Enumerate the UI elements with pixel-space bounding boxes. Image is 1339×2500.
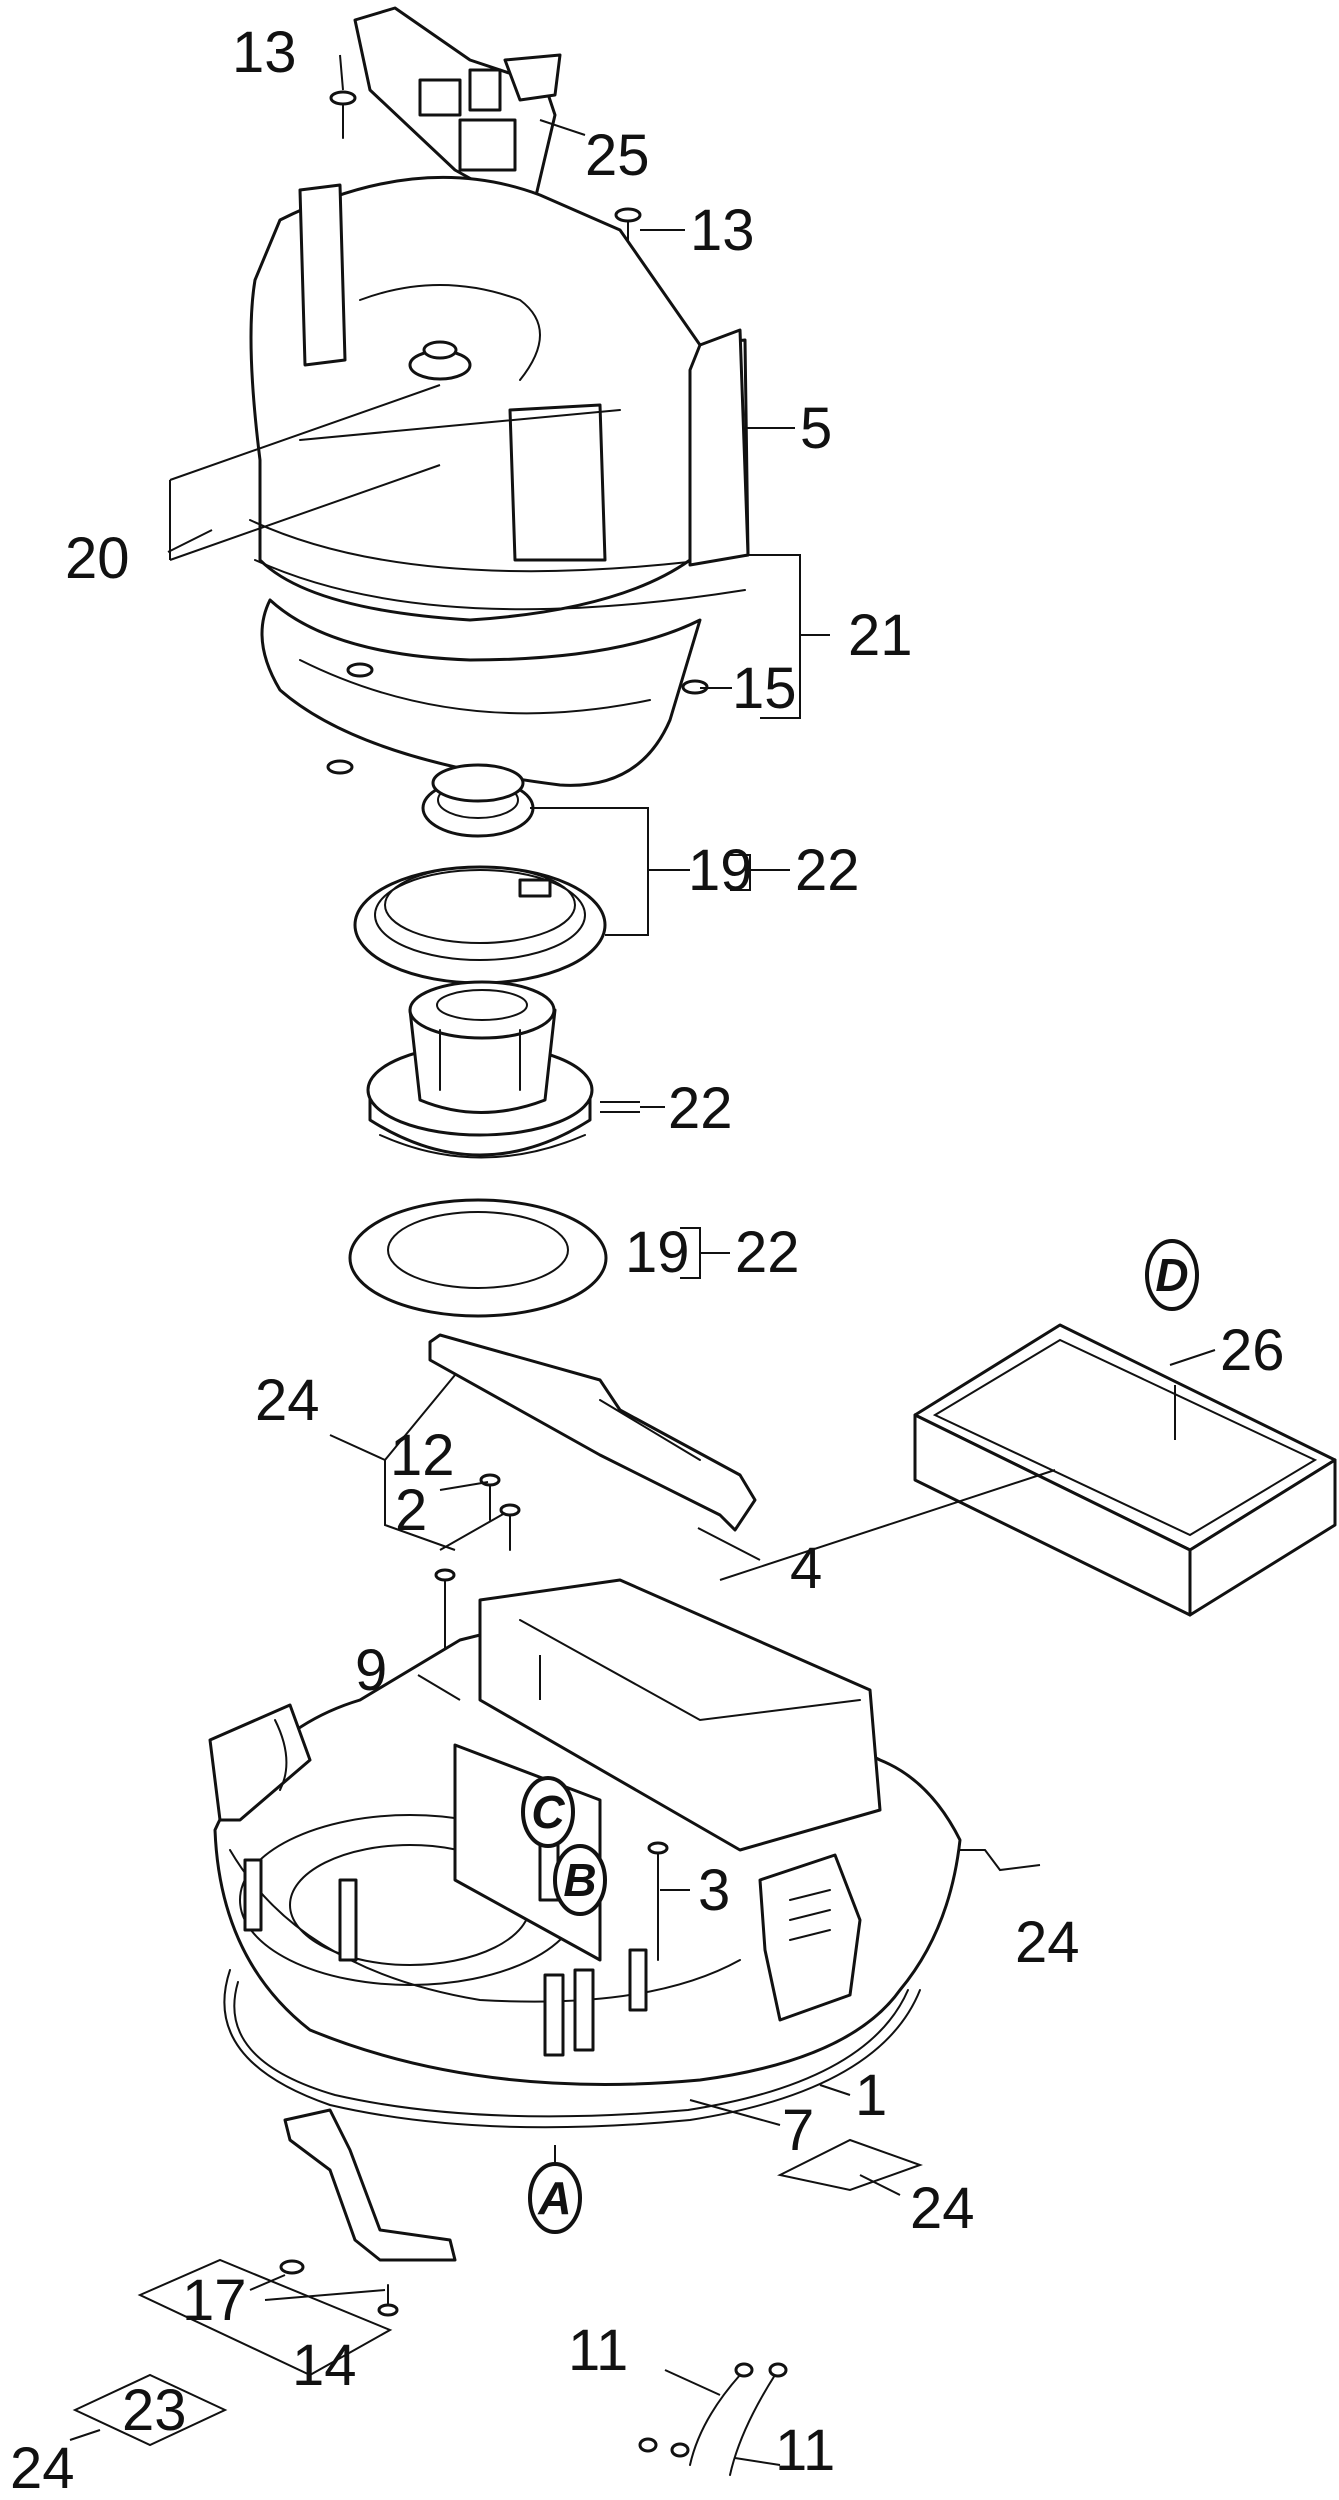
callout-13-right: 13 <box>690 198 755 263</box>
callout-22-top: 22 <box>795 838 860 903</box>
callout-labels: 13 25 13 5 20 21 15 19 22 22 19 22 26 24… <box>10 20 1285 2500</box>
electronics-board <box>353 6 562 202</box>
motor <box>366 980 594 1159</box>
callout-23: 23 <box>122 2378 187 2443</box>
letter-bubble-d: D <box>1145 1239 1199 1311</box>
callout-13-top: 13 <box>232 20 297 85</box>
callout-2: 2 <box>395 1478 427 1543</box>
seal-ring-large <box>348 1198 608 1318</box>
screw-12 <box>479 1473 521 1551</box>
callout-1: 1 <box>855 2063 887 2128</box>
callout-17: 17 <box>182 2268 247 2333</box>
flat-filter <box>913 1323 1337 1617</box>
callout-15: 15 <box>732 656 797 721</box>
motor-mount-ring <box>353 865 607 985</box>
callout-12: 12 <box>390 1423 455 1488</box>
screw-13-top <box>329 90 357 139</box>
guide-rail <box>428 1333 757 1532</box>
callout-11-left: 11 <box>568 2318 628 2383</box>
seal-ring-small <box>421 763 535 838</box>
callout-7: 7 <box>782 2098 814 2163</box>
bracket <box>279 2108 457 2317</box>
mounting-plate <box>260 598 709 787</box>
callout-26: 26 <box>1220 1318 1285 1383</box>
letter-c: C <box>531 1786 565 1838</box>
callout-11-right: 11 <box>775 2418 835 2483</box>
gasket-ring <box>223 1969 921 2129</box>
letter-a: A <box>537 2172 571 2224</box>
callout-24-lower: 24 <box>910 2176 975 2241</box>
letter-d: D <box>1155 1249 1188 1301</box>
container-body <box>208 1578 962 2086</box>
callout-21: 21 <box>848 603 913 668</box>
cable-11 <box>638 2362 788 2476</box>
callout-9: 9 <box>355 1638 387 1703</box>
callout-14: 14 <box>292 2333 357 2398</box>
motor-housing <box>249 175 750 622</box>
letter-b: B <box>563 1854 596 1906</box>
callout-24-upper: 24 <box>255 1368 320 1433</box>
callout-3: 3 <box>698 1858 730 1923</box>
callout-5: 5 <box>800 396 832 461</box>
letter-bubble-c: C <box>521 1776 575 1848</box>
callout-22-bottom: 22 <box>735 1220 800 1285</box>
callout-25: 25 <box>585 123 650 188</box>
callout-20: 20 <box>65 526 130 591</box>
letter-bubble-b: B <box>553 1844 607 1916</box>
callout-24-right: 24 <box>1015 1910 1080 1975</box>
callout-24-bottom: 24 <box>10 2436 75 2500</box>
letter-bubble-a: A <box>528 2162 582 2234</box>
callout-4: 4 <box>790 1536 822 1601</box>
callout-22-motor: 22 <box>668 1076 733 1141</box>
callout-19-top: 19 <box>688 838 753 903</box>
callout-19-bottom: 19 <box>625 1220 690 1285</box>
leader-lines <box>69 54 1216 2466</box>
